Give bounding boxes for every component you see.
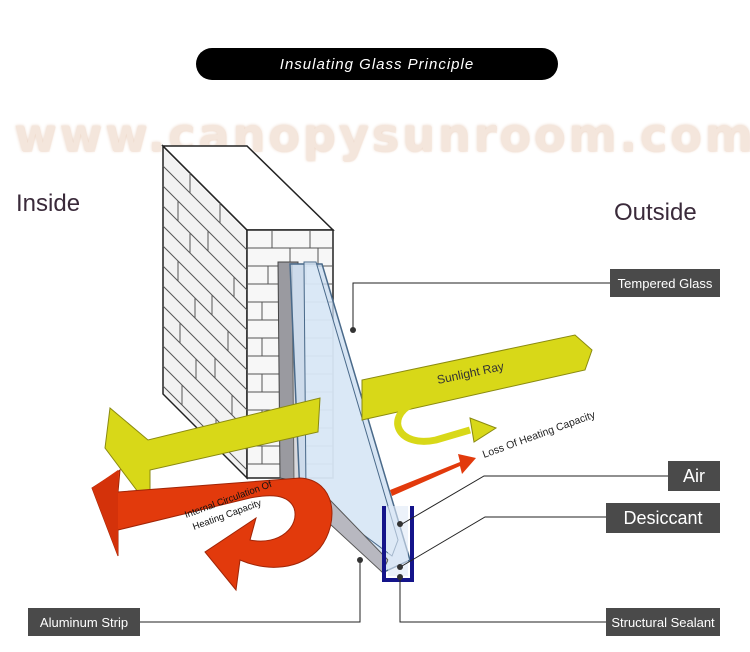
callout-lines (140, 282, 668, 623)
watermark-text: www.canopysunroom.com (14, 108, 750, 162)
callout-air: Air (668, 461, 720, 491)
sunlight-bounce (394, 400, 471, 445)
callout-tempered-glass: Tempered Glass (610, 269, 720, 297)
sunlight-arrow: Sunlight Ray (104, 334, 593, 510)
callout-dots (350, 327, 403, 580)
internal-circulation-arrow: Internal Circulation Of Heating Capacity (91, 469, 333, 592)
heat-loss-label: Loss Of Heating Capacity (481, 409, 598, 461)
callout-aluminum-strip: Aluminum Strip (28, 608, 140, 636)
callout-desiccant: Desiccant (606, 503, 720, 533)
callout-structural-sealant: Structural Sealant (606, 608, 720, 636)
heat-loss-arrow: Loss Of Heating Capacity (390, 409, 598, 496)
diagram-title: Insulating Glass Principle (196, 48, 558, 80)
outside-label: Outside (614, 199, 697, 226)
spacer-channel (382, 506, 414, 582)
inside-label: Inside (16, 190, 81, 217)
